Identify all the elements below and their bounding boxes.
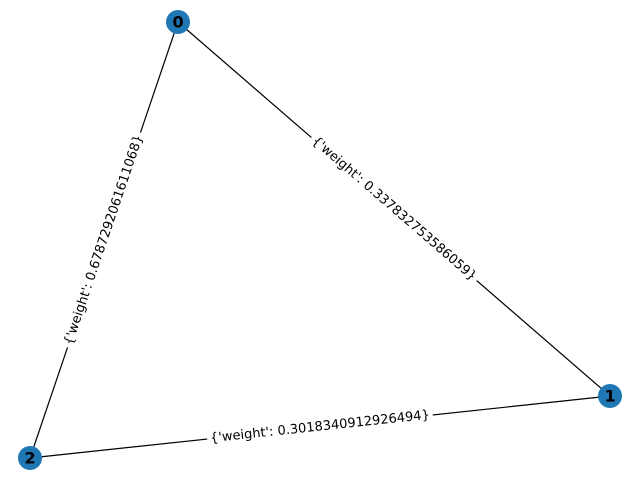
node-circle [598, 384, 622, 408]
edge-label-background [206, 406, 434, 448]
edge-label-text: {'weight': 0.6787292061611068} [61, 133, 146, 347]
edge-label-text: {'weight': 0.33783275358605​9} [309, 134, 479, 284]
edge-label-2-1: {'weight': 0.3018340912926494} [206, 406, 434, 448]
edge-label-background [59, 129, 149, 351]
edges-layer [29, 21, 611, 459]
node-1: 1 [598, 384, 622, 408]
node-label: 2 [24, 449, 35, 468]
node-label: 0 [172, 13, 183, 32]
node-2: 2 [18, 446, 42, 470]
edge-label-0-2: {'weight': 0.6787292061611068} [59, 129, 149, 351]
edge-labels-layer: {'weight': 0.33783275358605​9} {'weight'… [59, 129, 483, 448]
edge-label-0-1: {'weight': 0.33783275358605​9} [305, 131, 483, 287]
node-circle [166, 10, 190, 34]
nodes-layer: 0 1 2 [18, 10, 622, 470]
edge-label-background [305, 131, 483, 287]
node-0: 0 [166, 10, 190, 34]
node-circle [18, 446, 42, 470]
node-label: 1 [604, 387, 615, 406]
